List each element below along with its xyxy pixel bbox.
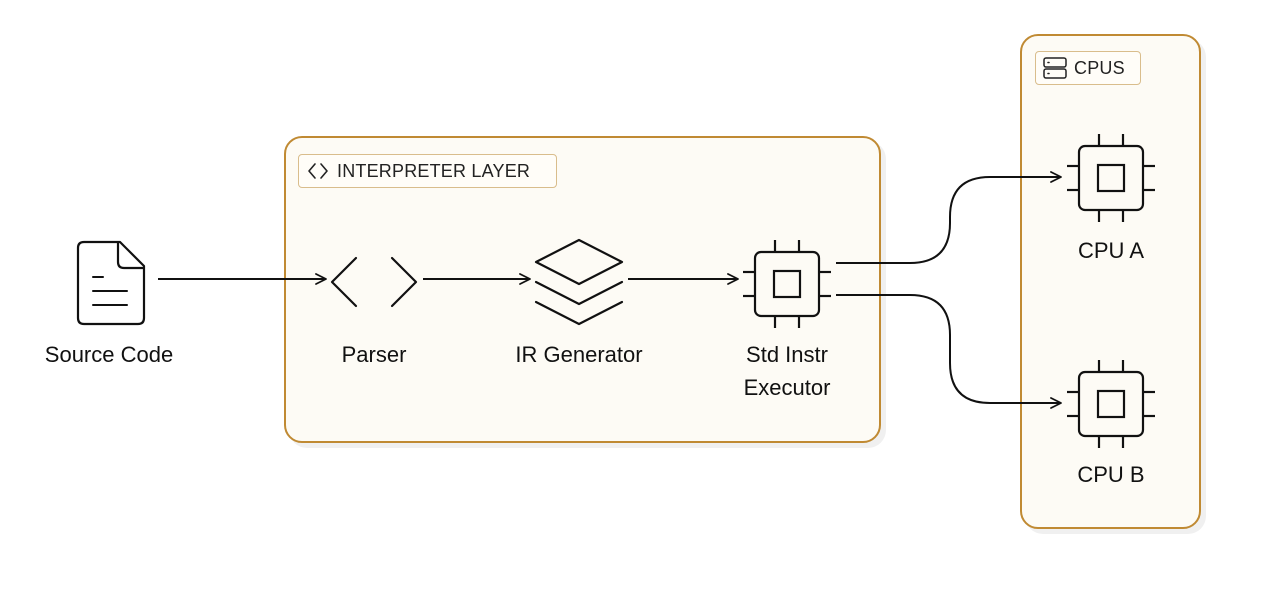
code-brackets-icon xyxy=(308,163,328,179)
cpus-tag: CPUS xyxy=(1035,51,1141,85)
cpu-chip-icon xyxy=(1067,360,1155,448)
executor-label: Std Instr Executor xyxy=(744,338,831,404)
cpus-label: CPUS xyxy=(1074,57,1125,78)
layers-icon xyxy=(534,238,624,326)
server-icon xyxy=(1043,57,1067,79)
edge-executor-to-cpu-b xyxy=(836,294,1062,409)
parser-label: Parser xyxy=(341,342,407,367)
interpreter-layer-label: INTERPRETER LAYER xyxy=(337,160,531,181)
executor-label-line2: Executor xyxy=(743,375,831,400)
cpu-chip-icon xyxy=(743,240,831,328)
cpu-b-label: CPU B xyxy=(1077,462,1145,487)
code-brackets-icon xyxy=(330,256,418,308)
cpu-a-label: CPU A xyxy=(1077,238,1145,263)
edge-executor-to-cpu-a xyxy=(836,171,1062,264)
document-icon xyxy=(76,240,146,326)
source-code-label: Source Code xyxy=(44,342,174,367)
cpus-group xyxy=(1020,34,1201,529)
cpu-chip-icon xyxy=(1067,134,1155,222)
executor-label-line1: Std Instr xyxy=(746,342,828,367)
ir-generator-label: IR Generator xyxy=(515,342,643,367)
interpreter-layer-tag: INTERPRETER LAYER xyxy=(298,154,557,188)
